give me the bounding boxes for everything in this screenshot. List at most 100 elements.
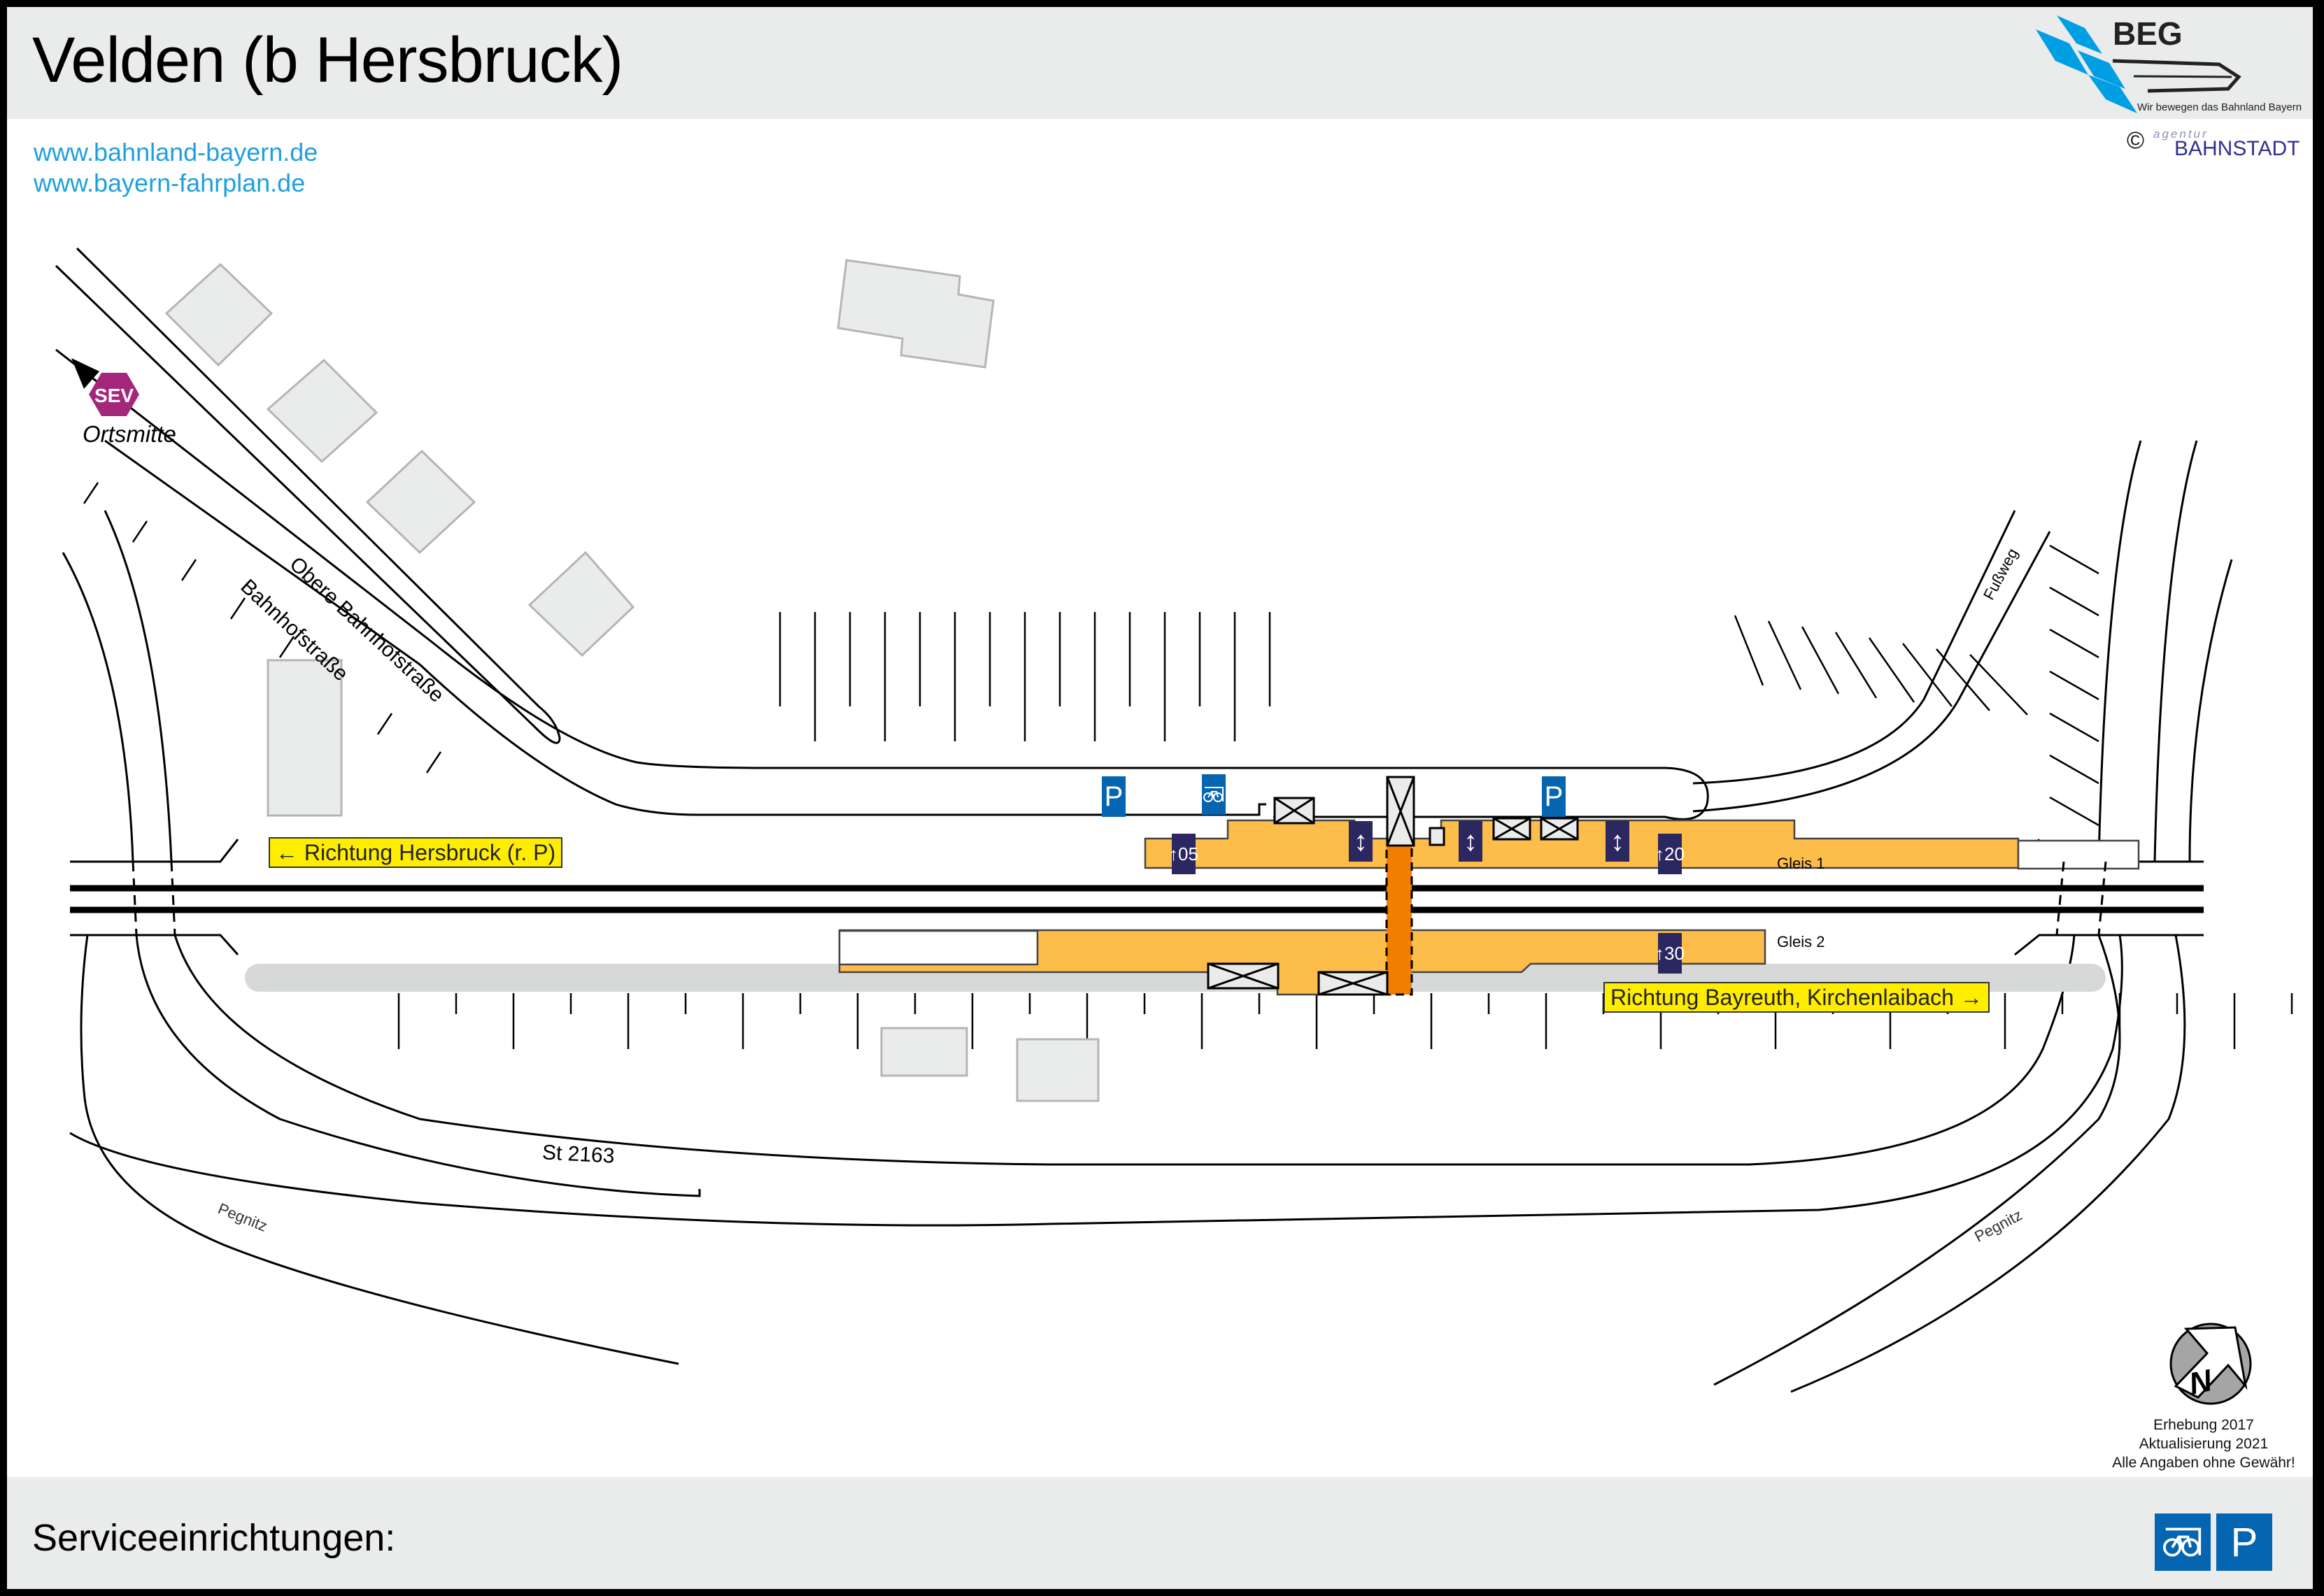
parking-stall-line [2049,628,2099,659]
parking-stall-line [83,482,99,504]
platform-gleis-1-end [2017,839,2140,870]
sector-arrow-icon: ↑ [1655,942,1665,964]
parking-stall-line [1936,648,1990,711]
page-title: Velden (b Hersbruck) [32,24,623,96]
building [266,358,378,464]
sector-arrow-icon: ↑ [1655,843,1665,864]
agency-prefix: agentur [2153,127,2209,141]
road-edge [2014,934,2204,956]
parking-stall-line [2049,796,2099,827]
beg-slogan: Wir bewegen das Bahnland Bayern [2137,101,2302,113]
disclaimer: Alle Angaben ohne Gewähr! [2112,1455,2295,1471]
copyright-icon: © [2127,127,2145,154]
parking-stall-line [425,751,442,774]
bahnhofstrasse-inner [104,439,1266,816]
building [164,262,274,367]
access-arrow-sign: ↕ [1606,821,1629,862]
bavarian-diamonds-icon [2036,15,2137,113]
footer: Serviceeinrichtungen: P [7,1477,2313,1589]
update-year: Aktualisierung 2021 [2139,1436,2269,1452]
arrow-left-icon: ← [276,840,298,865]
building [365,449,476,555]
parking-stall-line [2049,712,2099,743]
compass-north-icon: N [2169,1323,2252,1405]
parking-stall-line [1734,615,1764,686]
parking-stall-line [2049,586,2099,617]
direction-sign-hersbruck: ← Richtung Hersbruck (r. P) [269,837,563,868]
underpass-lines [132,861,2107,936]
bike-parking-sign [1202,774,1226,815]
parking-stall-line [2049,670,2099,701]
right-curve-2 [2153,440,2198,862]
parking-stall-line [1969,654,2028,715]
parking-stall-line [1902,643,1953,707]
arrow-right-icon: → [1960,985,1983,1010]
parking-stall-line [229,597,246,620]
parking-stalls [83,482,2293,1049]
building [1016,1038,1100,1102]
train-swoosh-icon [2112,59,2241,93]
parking-stall-line [1801,626,1840,694]
building [527,550,635,657]
sector-marker-05: ↑05 [1169,834,1198,874]
agency-name: BAHNSTADT [2174,137,2300,160]
parking-stall-line [376,713,393,735]
river-edge-left [80,934,679,1365]
beg-wordmark: BEG [2113,15,2183,52]
bike-parking-icon [1203,787,1224,802]
parking-sign-west: P [1102,776,1126,817]
tracks [70,885,2204,913]
building [880,1027,968,1077]
header: Velden (b Hersbruck) BEG Wir bewegen das… [7,7,2313,119]
sector-marker-30: ↑30 [1655,933,1685,974]
sev-hexagon-icon [89,373,139,416]
fussweg-lower [1692,531,2051,813]
parking-stall-line [2049,544,2099,575]
services-label: Serviceeinrichtungen: [32,1517,396,1559]
parking-stall-line [132,520,148,543]
road-edge [70,934,239,955]
access-arrow-sign: ↕ [1459,821,1482,862]
building [837,259,995,369]
parking-stall-line [2049,754,2099,785]
link-bahnland-bayern[interactable]: www.bahnland-bayern.de [34,138,318,166]
parking-stall-line [1868,637,1915,703]
sector-marker-20: ↑20 [1655,834,1685,874]
station-plan: Velden (b Hersbruck) BEG Wir bewegen das… [7,7,2313,1589]
platform-label-gleis-1: Gleis 1 [1777,855,1825,872]
right-curve-1 [2097,440,2142,862]
fussweg-upper [1692,510,2016,785]
station-map [55,247,2293,1393]
parking-sign-east: P [1542,776,1566,817]
service-bike-parking [2155,1513,2211,1571]
sev-direction-arrow-icon [71,358,99,389]
parking-stall-line [1767,620,1802,690]
service-parking: P [2216,1513,2272,1571]
street-outlines [55,247,2233,1393]
road-edge-left [135,934,701,1197]
bike-parking-icon [2163,1527,2202,1557]
website-links: www.bahnland-bayern.de www.bayern-fahrpl… [34,137,318,199]
direction-sign-bayreuth: Richtung Bayreuth, Kirchenlaibach → [1603,982,1990,1013]
st2163-upper [173,934,2076,1166]
sev-stop-label: Ortsmitte [83,421,176,447]
platform-crossing [1385,844,1413,996]
platform-gleis-2-end [838,929,1039,966]
small-box [1429,827,1445,846]
building [267,659,343,817]
link-bayern-fahrplan[interactable]: www.bayern-fahrplan.de [34,169,306,197]
buildings [164,259,1100,1102]
left-curve-1 [62,552,134,862]
obere-bahnhofstrasse-road [55,247,561,744]
beg-logo: BEG [2036,15,2241,113]
survey-info: Erhebung 2017 Aktualisierung 2021 Alle A… [2099,1416,2309,1472]
street-label-st2163: St 2163 [541,1141,616,1168]
platform-gleis-1 [1144,819,2020,869]
left-curve-2 [104,510,173,862]
river-edge-right-2 [1790,934,2186,1393]
platform-label-gleis-2: Gleis 2 [1777,933,1825,950]
parking-stall-line [180,559,197,581]
parking-stall-line [1834,632,1878,699]
access-arrow-sign: ↕ [1349,821,1373,862]
sev-badge: SEV [94,385,134,406]
